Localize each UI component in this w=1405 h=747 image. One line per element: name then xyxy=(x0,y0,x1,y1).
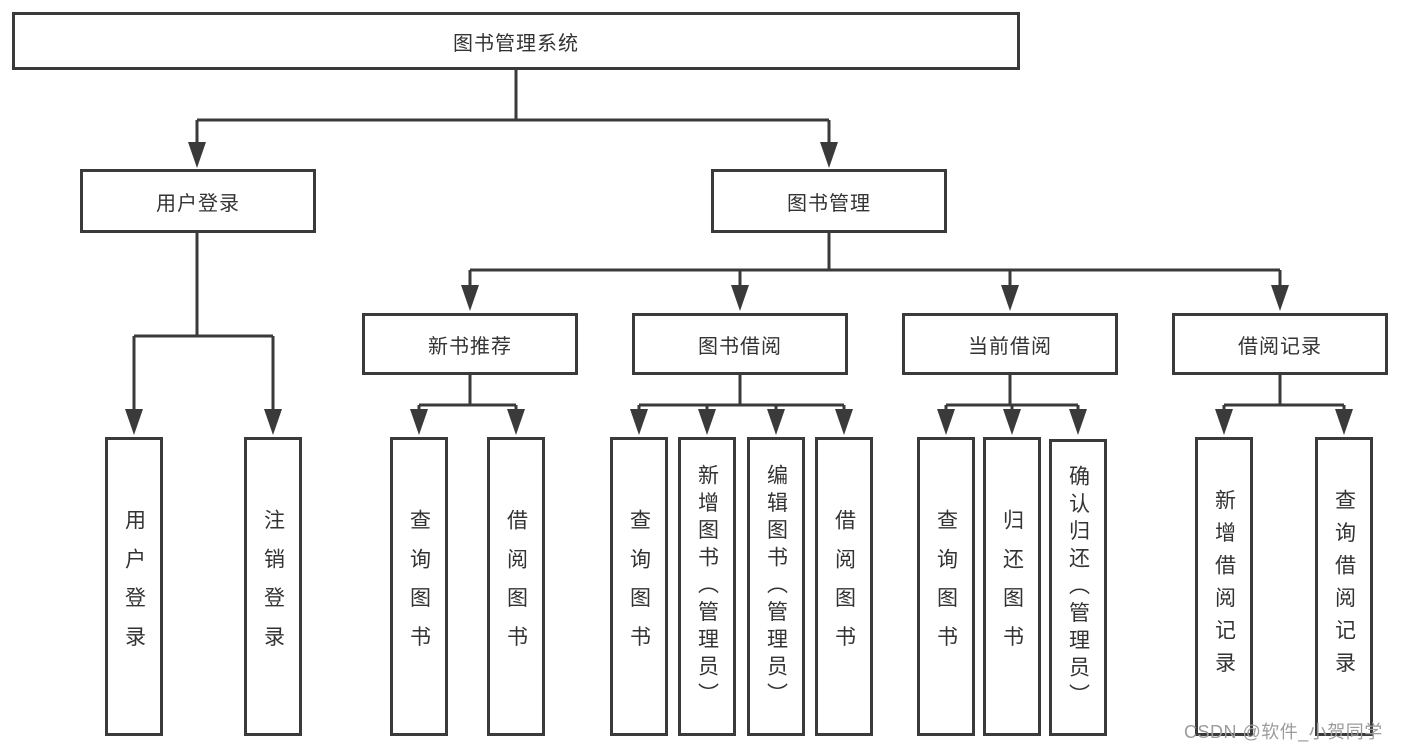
leaf-bb-query-books: 查询图书 xyxy=(610,437,668,736)
leaf-br-query-record: 查询借阅记录 xyxy=(1315,437,1373,736)
leaf-label: 编辑图书（管理员） xyxy=(764,463,788,710)
node-borrowing-records: 借阅记录 xyxy=(1172,313,1388,375)
leaf-cb-confirm-return-admin: 确认归还（管理员） xyxy=(1049,439,1107,736)
leaf-label: 查询图书 xyxy=(627,508,651,665)
leaf-bb-edit-books-admin: 编辑图书（管理员） xyxy=(747,437,805,736)
leaf-label: 借阅图书 xyxy=(504,508,528,665)
leaf-label: 确认归还（管理员） xyxy=(1066,464,1090,711)
leaf-label: 查询图书 xyxy=(934,508,958,665)
leaf-bb-add-books-admin: 新增图书（管理员） xyxy=(678,437,736,736)
leaf-label: 新增借阅记录 xyxy=(1212,488,1236,685)
leaf-label: 借阅图书 xyxy=(832,508,856,665)
leaf-logout: 注销登录 xyxy=(244,437,302,736)
leaf-nb-query-books: 查询图书 xyxy=(390,437,448,736)
node-current-borrowing: 当前借阅 xyxy=(902,313,1118,375)
leaf-user-login: 用户登录 xyxy=(105,437,163,736)
node-label: 图书管理 xyxy=(787,192,871,215)
leaf-label: 查询借阅记录 xyxy=(1332,488,1356,685)
node-book-borrowing: 图书借阅 xyxy=(632,313,848,375)
leaf-cb-return-books: 归还图书 xyxy=(983,437,1041,736)
csdn-watermark: CSDN @软件_小贺同学 xyxy=(1184,722,1383,742)
leaf-label: 归还图书 xyxy=(1000,508,1024,665)
node-label: 图书管理系统 xyxy=(453,32,579,55)
leaf-cb-query-books: 查询图书 xyxy=(917,437,975,736)
node-new-book-recommend: 新书推荐 xyxy=(362,313,578,375)
node-library-management-system: 图书管理系统 xyxy=(12,12,1020,70)
leaf-nb-borrow-books: 借阅图书 xyxy=(487,437,545,736)
leaf-label: 查询图书 xyxy=(407,508,431,665)
leaf-bb-borrow-books: 借阅图书 xyxy=(815,437,873,736)
node-label: 借阅记录 xyxy=(1238,335,1322,358)
node-label: 新书推荐 xyxy=(428,335,512,358)
node-label: 用户登录 xyxy=(156,192,240,215)
leaf-label: 用户登录 xyxy=(122,508,146,665)
node-label: 图书借阅 xyxy=(698,335,782,358)
leaf-label: 新增图书（管理员） xyxy=(695,463,719,710)
node-label: 当前借阅 xyxy=(968,335,1052,358)
node-book-management: 图书管理 xyxy=(711,169,947,233)
leaf-br-add-record: 新增借阅记录 xyxy=(1195,437,1253,736)
node-user-login-branch: 用户登录 xyxy=(80,169,316,233)
leaf-label: 注销登录 xyxy=(261,508,285,665)
